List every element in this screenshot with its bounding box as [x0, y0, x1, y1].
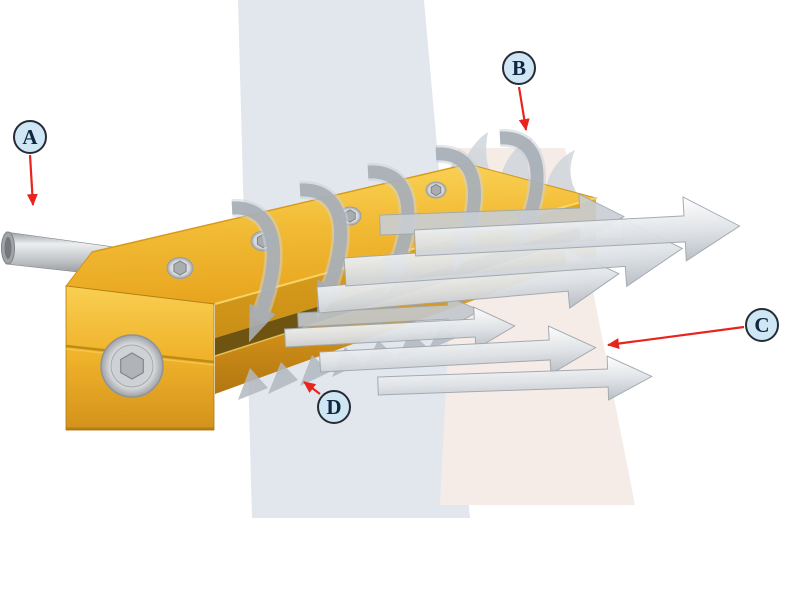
curved-airflow-arrow: [299, 183, 348, 319]
callout-B: B: [502, 51, 536, 131]
curved-airflow-arrow: [367, 165, 415, 295]
top-hex-screw: [425, 181, 447, 199]
curved-airflow-arrow: [499, 131, 544, 251]
callout-C: C: [607, 308, 779, 350]
callout-a-badge: [13, 120, 47, 154]
fringe-wisp: [300, 355, 330, 386]
output-arrow: [413, 196, 741, 262]
callout-b-pointer-arrow: [517, 86, 530, 131]
callout-a-letter: A: [22, 125, 38, 149]
callout-d-letter: D: [326, 395, 341, 419]
output-arrow: [377, 355, 653, 401]
hex-socket: [430, 183, 442, 197]
top-hex-screw: [166, 257, 194, 279]
callout-c-badge: [745, 308, 779, 342]
coanda-flow-arrows: [231, 128, 547, 343]
hex-socket: [173, 260, 187, 276]
pipe-bore: [4, 237, 12, 259]
output-arrow: [284, 306, 516, 350]
end-cap-hex-screw: [100, 334, 164, 398]
callout-c-letter: C: [754, 313, 769, 337]
callout-b-badge: [502, 51, 536, 85]
callout-D: D: [303, 381, 351, 424]
fringe-wisp: [238, 368, 268, 400]
callout-d-pointer-arrow: [303, 381, 321, 395]
callout-A: A: [13, 120, 47, 206]
curved-airflow-arrow: [231, 201, 280, 343]
output-arrow: [318, 325, 597, 375]
callout-d-badge: [317, 390, 351, 424]
output-airflow-arrows: [284, 193, 741, 401]
callout-b-letter: B: [512, 56, 526, 80]
fringe-wisp: [268, 362, 298, 394]
hex-socket: [120, 352, 144, 380]
callout-c-pointer-arrow: [607, 325, 745, 350]
callout-a-pointer-arrow: [26, 154, 38, 206]
